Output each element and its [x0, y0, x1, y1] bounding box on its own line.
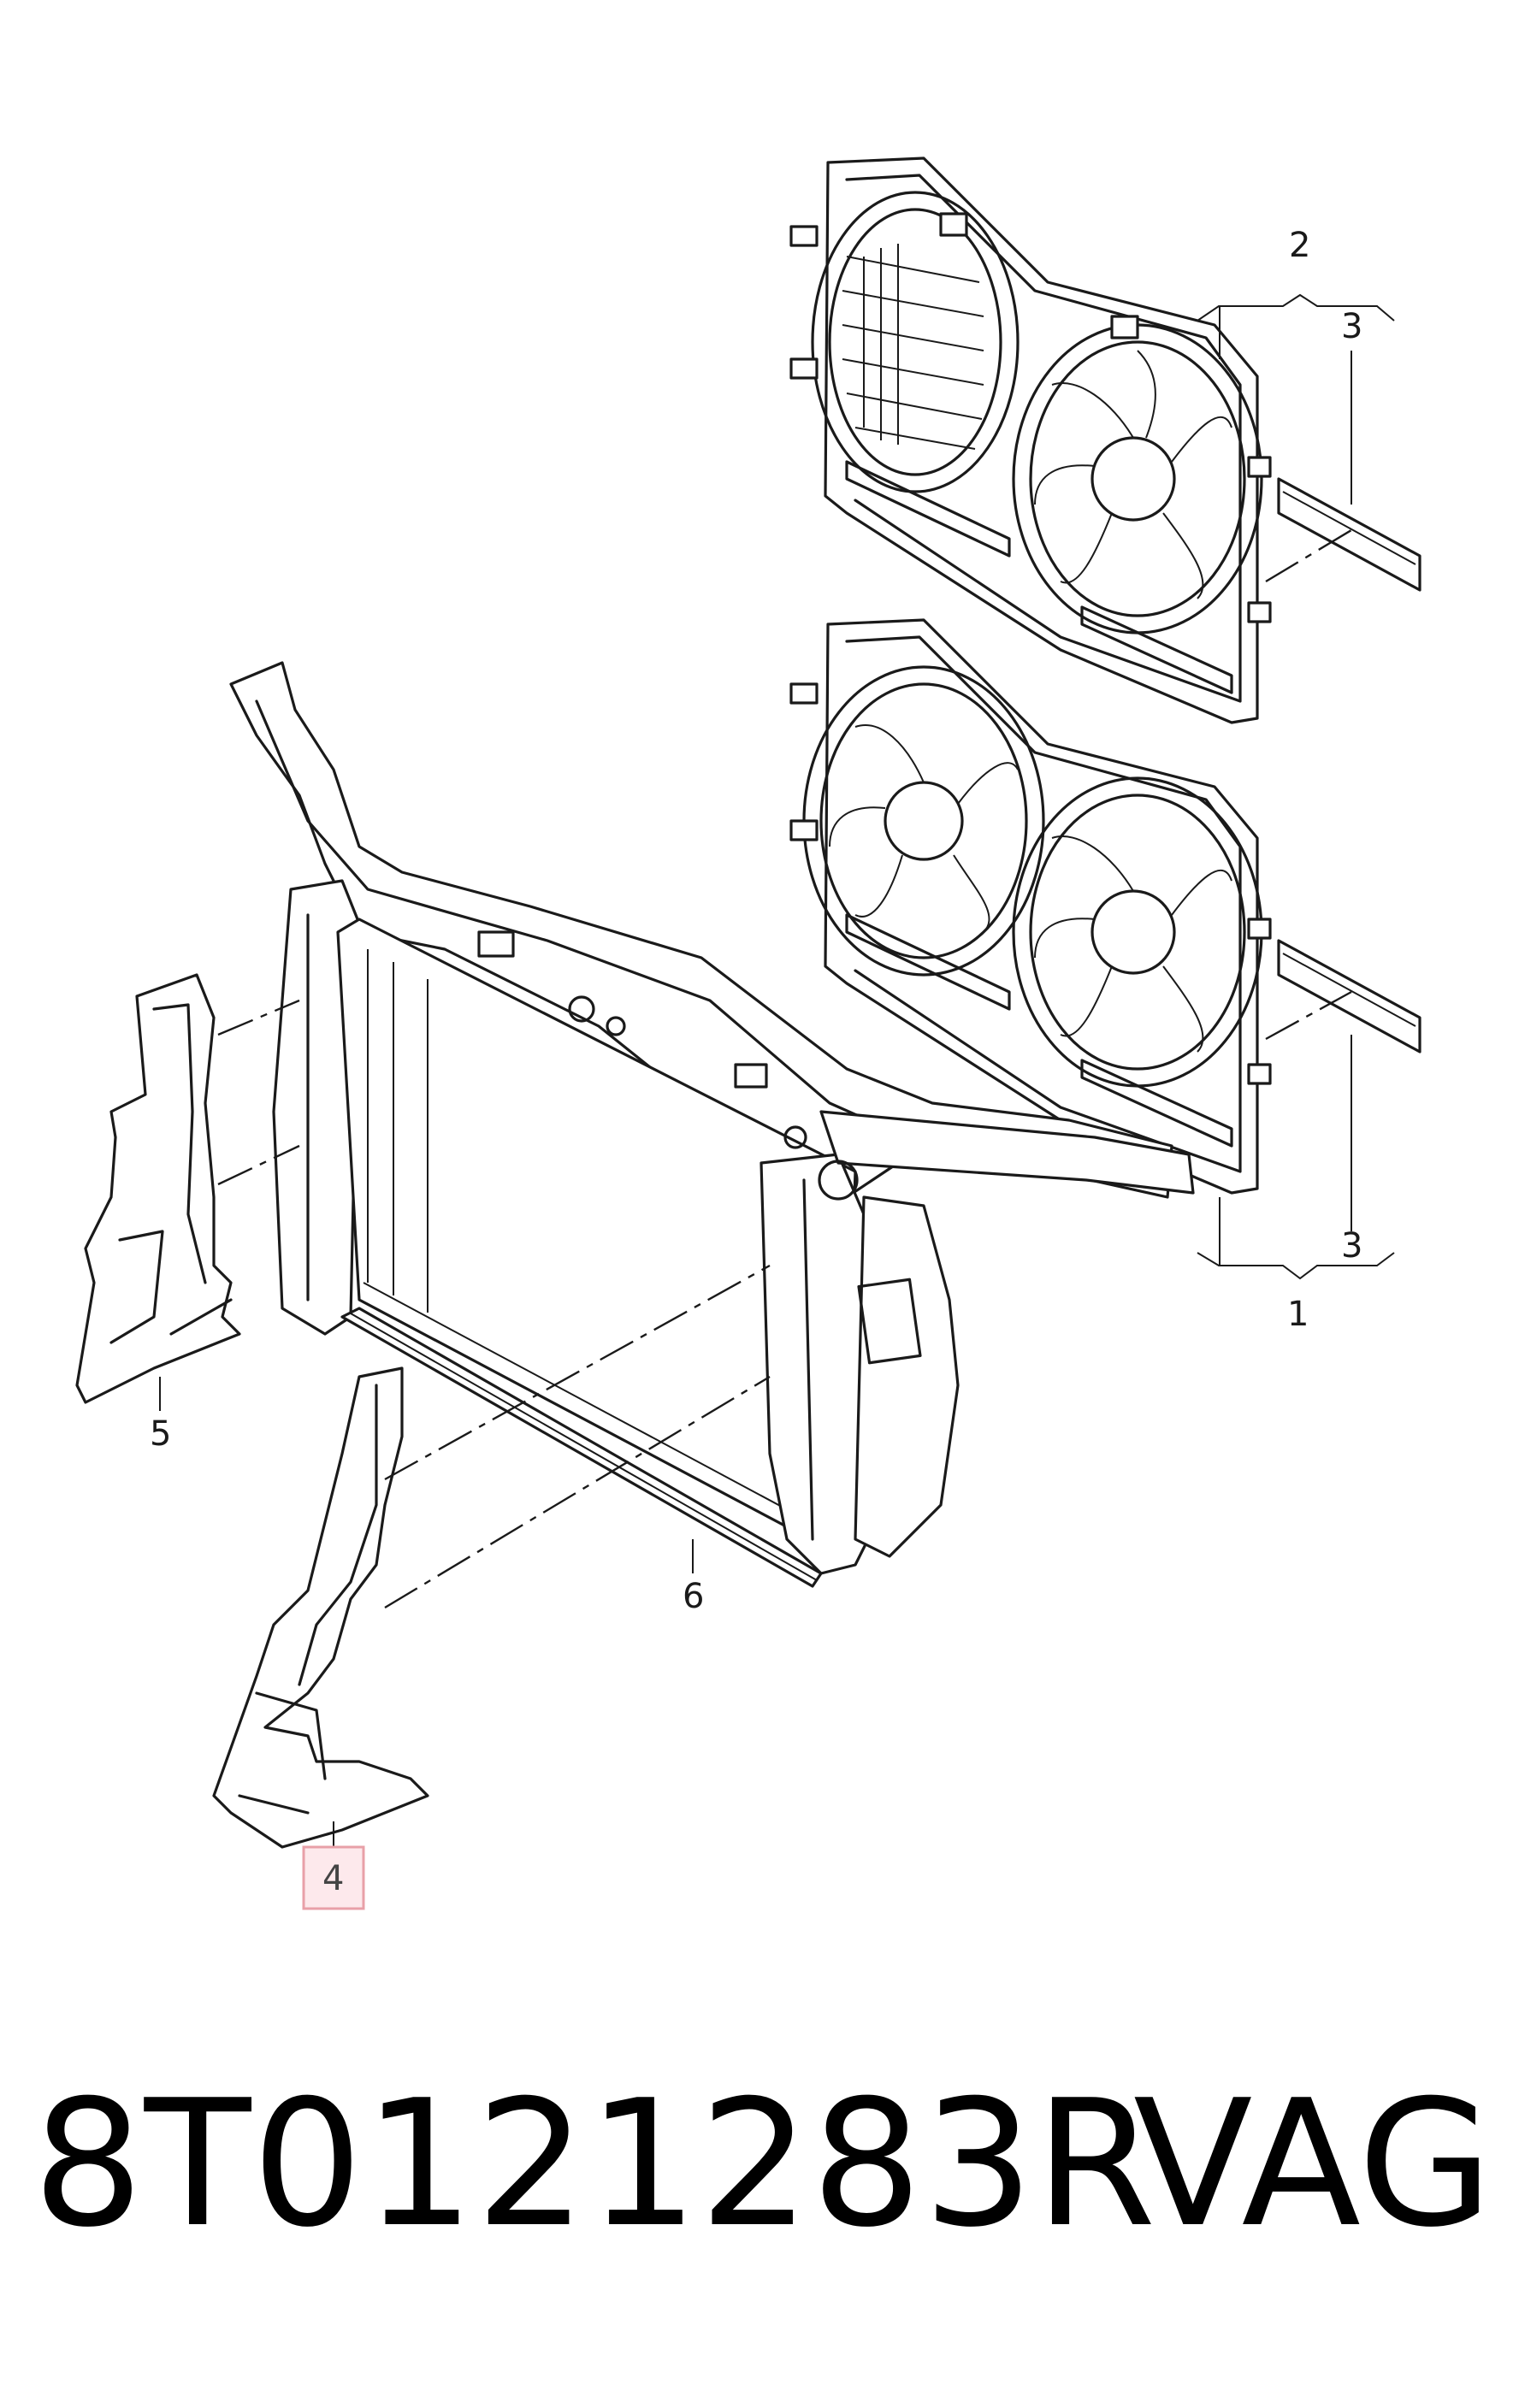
callout-5: 5: [150, 1414, 171, 1454]
part-number-label: 8T0121283R: [33, 2063, 1157, 2266]
air-duct-right-panel: [212, 1366, 429, 1849]
brand-label: VAG: [1133, 2063, 1493, 2266]
callout-3-bottom: 3: [1341, 1226, 1362, 1266]
lock-carrier: [229, 661, 1195, 1575]
seal-strip-lower: [1277, 939, 1421, 1054]
callout-leaders: [159, 293, 1395, 1847]
callout-3-top: 3: [1341, 307, 1362, 346]
callout-4-highlight: 4: [302, 1845, 365, 1910]
callout-6: 6: [683, 1577, 704, 1616]
lower-fan-shroud: [789, 618, 1272, 1195]
air-duct-left-panel: [75, 973, 241, 1404]
seal-strip-upper: [1277, 477, 1421, 592]
assembly-guide-lines: [217, 528, 1352, 1609]
callout-2: 2: [1289, 226, 1310, 265]
lower-seal: [340, 1307, 823, 1588]
callout-4: 4: [322, 1859, 344, 1898]
upper-fan-shroud: [789, 156, 1272, 724]
callout-1: 1: [1287, 1295, 1309, 1334]
